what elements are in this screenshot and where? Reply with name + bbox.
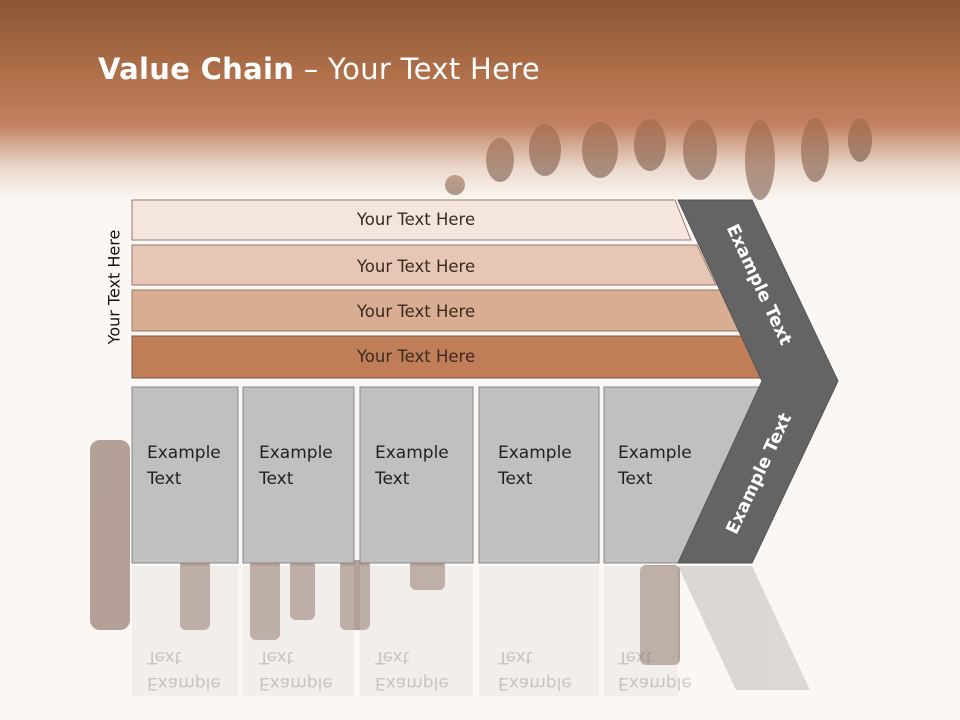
cell-4 [478,386,600,564]
cell-2-reflection [243,566,354,696]
cell-4-line2: Text [497,469,533,489]
bar-1 [131,199,692,241]
cell-5-line1: Example [618,443,692,463]
cell-4-line1: Example [498,443,572,463]
bar-3-label: Your Text Here [356,302,475,321]
cell-2-line1: Example [259,443,333,463]
slide-title: Value Chain – Your Text Here [98,52,540,86]
cell-3-reflection-line2: Text [374,647,410,667]
bar-2 [131,244,717,286]
header-band [0,0,960,200]
chevron-arrow [677,199,839,564]
diagram-reflection [132,566,810,696]
cell-2-line2: Text [258,469,294,489]
cell-2-reflection-line2: Text [258,647,294,667]
cell-1-reflection [132,566,238,696]
cell-1 [131,386,239,564]
cell-1-line2: Text [146,469,182,489]
bar-4-label: Your Text Here [356,347,475,366]
bar-1-label: Your Text Here [356,210,475,229]
title-rest: – Your Text Here [294,52,540,86]
cell-3-reflection [360,566,473,696]
cell-3-line1: Example [375,443,449,463]
cell-5-reflection-line2: Text [617,647,653,667]
cell-3-reflection-line1: Example [375,673,449,693]
cell-2-reflection-line1: Example [259,673,333,693]
cell-1-line1: Example [147,443,221,463]
cell-2 [242,386,355,564]
cell-3 [359,386,474,564]
cell-5-line2: Text [617,469,653,489]
cell-3-line2: Text [374,469,410,489]
cell-1-reflection-line2: Text [146,647,182,667]
cell-4-reflection-line1: Example [498,673,572,693]
chevron-reflection [678,566,810,690]
cell-4-reflection-line2: Text [497,647,533,667]
bar-2-label: Your Text Here [356,257,475,276]
title-bold: Value Chain [98,52,295,86]
cell-1-reflection-line1: Example [147,673,221,693]
cell-4-reflection [479,566,599,696]
cell-5-reflection-line1: Example [618,673,692,693]
cell-5-reflection [604,566,678,696]
reflected-text: Example Text Example Text Example Text E… [146,647,692,693]
